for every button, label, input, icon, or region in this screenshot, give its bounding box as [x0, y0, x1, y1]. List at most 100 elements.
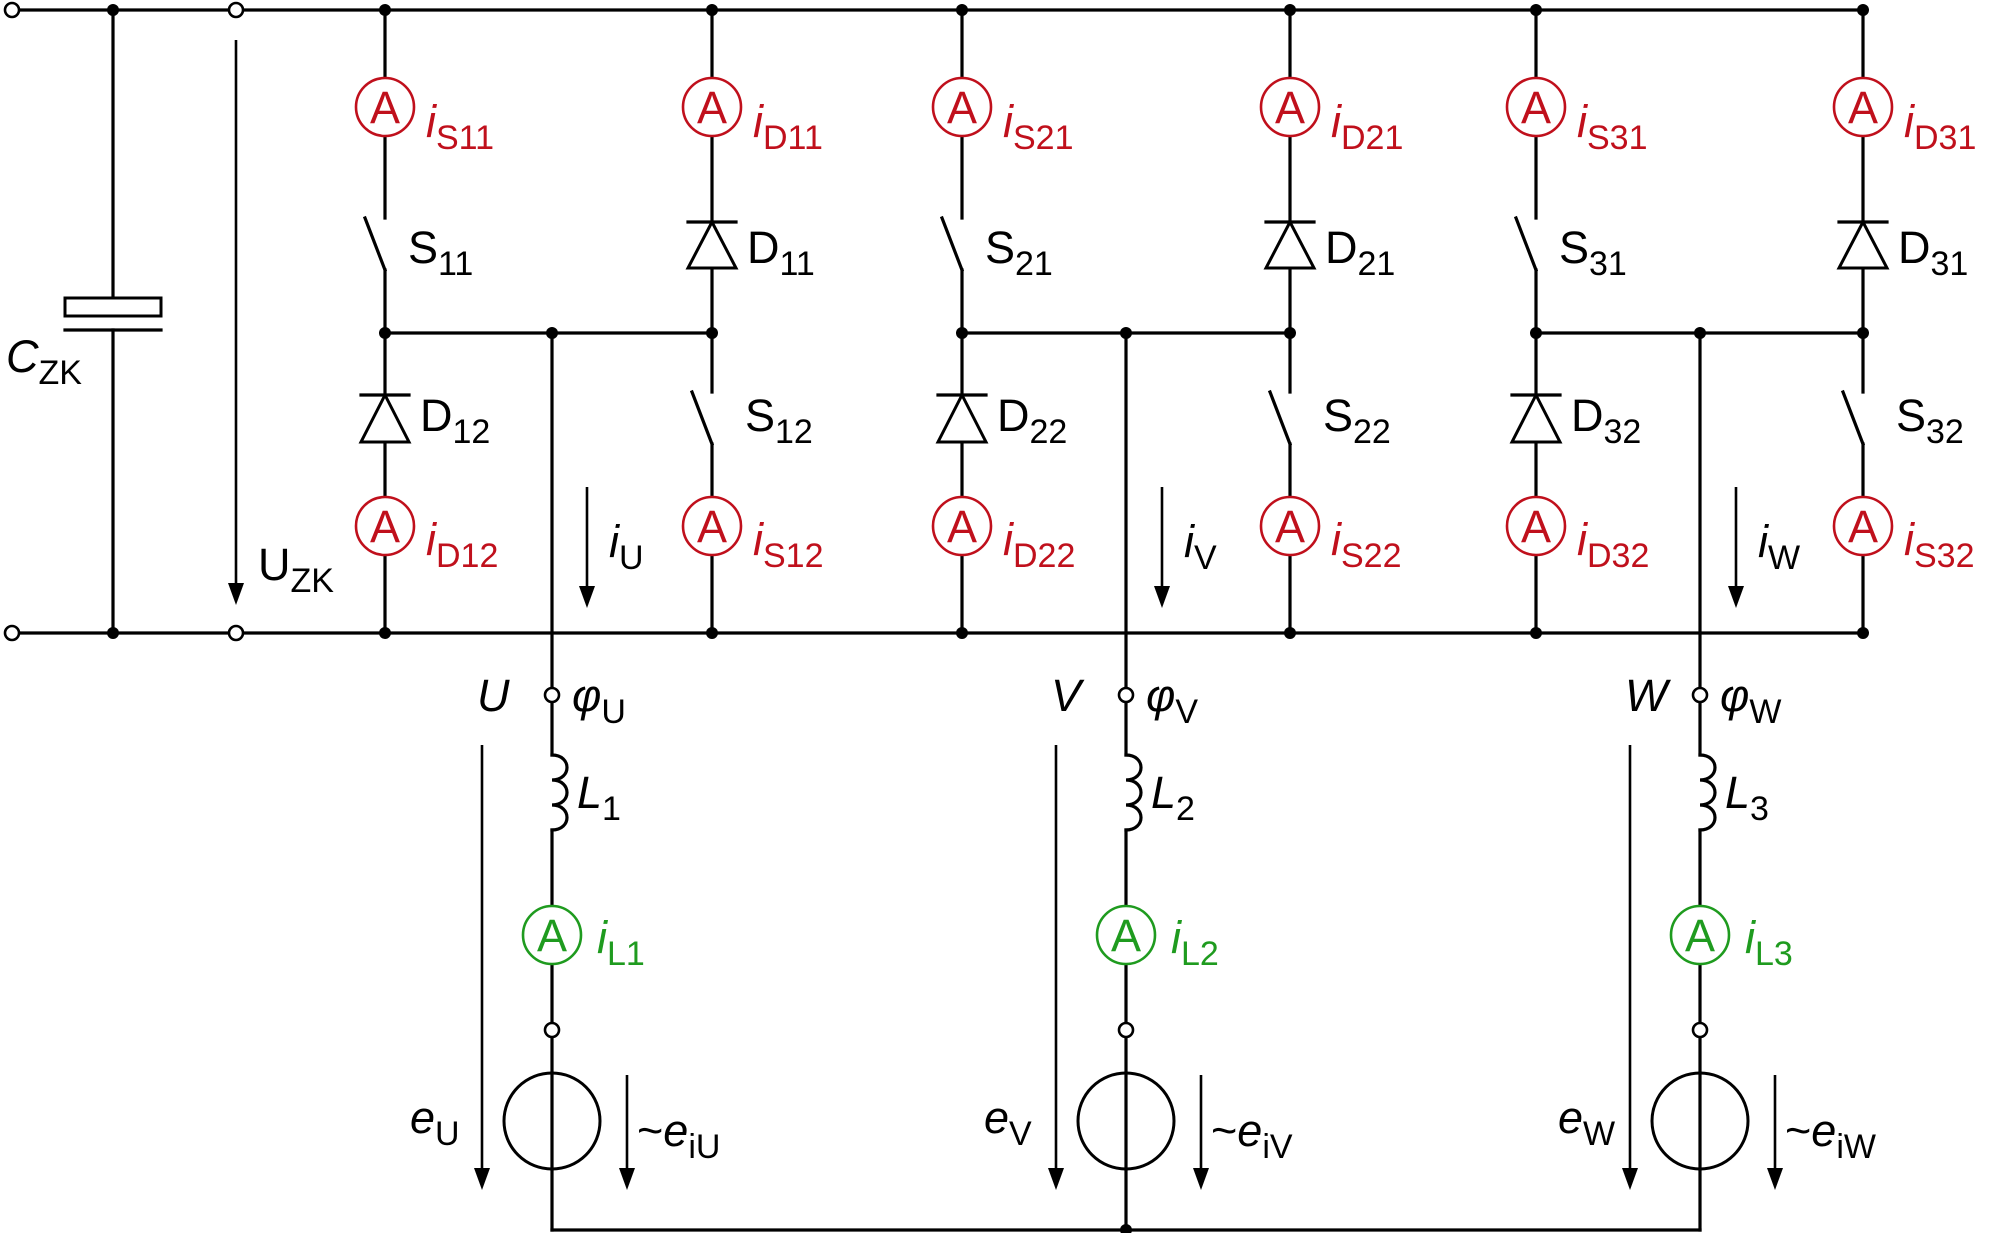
leg-3-top-diode-current-label: iD31: [1904, 96, 1976, 157]
label-main: φ: [572, 670, 601, 721]
label-main: i: [753, 514, 765, 565]
leg-2-phase-voltage-arrow-head: [1048, 1168, 1064, 1190]
leg-3-source-voltage-label: eW: [1558, 1092, 1615, 1153]
leg-2-inductor-label: L2: [1151, 767, 1195, 828]
leg-2-ammeter-top-switch-symbol: A: [947, 82, 977, 133]
leg-3-inductor: [1698, 753, 1717, 832]
leg-1-ammeter-top-switch-symbol: A: [370, 82, 400, 133]
label-main: D: [1571, 390, 1604, 441]
leg-2-bottom-switch-current-label: iS22: [1331, 514, 1402, 575]
leg-2-ammeter-bottom-diode-symbol: A: [947, 501, 977, 552]
label-main: D: [420, 390, 453, 441]
leg-3-top-node-b: [1857, 4, 1869, 16]
label-sub: S21: [1013, 119, 1074, 157]
label-main: i: [1904, 96, 1916, 147]
leg-1-internal-emf-label: ~eiU: [637, 1105, 720, 1166]
label-sub: 12: [775, 413, 813, 451]
leg-3-top-diode: [1836, 218, 1890, 270]
leg-3-ammeter-bottom-diode: [1505, 495, 1567, 557]
leg-1-mid-node-a: [379, 327, 391, 339]
label-sub: iW: [1836, 1128, 1876, 1166]
leg-3-load-current-label: iL3: [1745, 912, 1793, 973]
dc-link-terminal-positive: [227, 1, 245, 19]
leg-3-ammeter-top-switch-symbol: A: [1521, 82, 1551, 133]
label-sub: W: [1768, 539, 1800, 577]
label-sub: S32: [1914, 537, 1975, 575]
leg-3-bottom-switch-current-label: iS32: [1904, 514, 1975, 575]
label-sub: 3: [1750, 790, 1769, 828]
leg-1-top-diode-current-label: iD11: [753, 96, 823, 157]
leg-2-internal-emf-label: ~eiV: [1211, 1105, 1293, 1166]
capacitor-node-top: [107, 4, 119, 16]
label-main: D: [747, 222, 780, 273]
label-sub: 11: [438, 245, 473, 283]
leg-3-bottom-node-a: [1530, 627, 1542, 639]
label-main: D: [997, 390, 1030, 441]
label-main: i: [597, 912, 609, 963]
label-main: S: [745, 390, 775, 441]
leg-1-top-switch-current-label: iS11: [426, 96, 494, 157]
leg-3-bottom-diode-current-label: iD32: [1577, 514, 1649, 575]
components: [3, 1, 1894, 1233]
label-sub: D22: [1013, 537, 1075, 575]
leg-1-load-current-label: iL1: [597, 912, 645, 973]
dc-link-capacitor: [63, 296, 163, 318]
label-sub: S11: [436, 119, 494, 157]
label-sub: D31: [1914, 119, 1976, 157]
label-sub: ZK: [291, 562, 335, 600]
leg-1-ammeter-bottom-switch-symbol: A: [697, 501, 727, 552]
leg-3-bottom-switch: [1840, 389, 1866, 447]
label-sub: S12: [763, 537, 824, 575]
leg-1-top-node-b: [706, 4, 718, 16]
leg-2-ammeter-load-symbol: A: [1111, 910, 1141, 961]
leg-2-top-diode-current-label: iD21: [1331, 96, 1403, 157]
leg-1-bottom-node-a: [379, 627, 391, 639]
leg-2-phase-current-label: iV: [1184, 516, 1217, 577]
leg-1-bottom-diode-label: D12: [420, 390, 490, 451]
label-sub: L2: [1181, 935, 1219, 973]
leg-1-bottom-switch: [689, 389, 715, 447]
label-sub: U: [435, 1115, 460, 1153]
label-sub: 22: [1030, 413, 1068, 451]
label-main: i: [1184, 516, 1196, 567]
leg-3-phase-voltage-arrow-head: [1622, 1168, 1638, 1190]
leg-1-inductor-label: L1: [577, 767, 621, 828]
label-main: U: [258, 539, 291, 590]
leg-2-phase-terminal: [1117, 686, 1135, 704]
label-sub: W: [1583, 1115, 1615, 1153]
leg-3-inductor-label: L3: [1725, 767, 1769, 828]
leg-2-bottom-node-b: [1284, 627, 1296, 639]
label-sub: D11: [763, 119, 823, 157]
label-main: i: [1758, 516, 1770, 567]
label-main: i: [609, 516, 621, 567]
label-sub: iU: [688, 1128, 720, 1166]
dc-link-capacitor-label: CZK: [6, 331, 82, 392]
leg-2-top-switch-label: S21: [985, 222, 1053, 283]
leg-1-potential-label: φU: [572, 670, 626, 731]
label-main: i: [1003, 96, 1015, 147]
label-main: i: [753, 96, 765, 147]
leg-2-ammeter-top-switch: [931, 76, 993, 138]
label-sub: S22: [1341, 537, 1402, 575]
leg-3-phase-current-arrow-head: [1728, 586, 1744, 608]
leg-2-bottom-switch-label: S22: [1323, 390, 1391, 451]
leg-3-ammeter-top-diode-symbol: A: [1848, 82, 1878, 133]
leg-2-emf-arrow-head: [1193, 1168, 1209, 1190]
label-sub: U: [619, 539, 644, 577]
neutral-node: [1120, 1224, 1132, 1233]
label-prefix: ~: [637, 1105, 663, 1156]
leg-3-ammeter-load-symbol: A: [1685, 910, 1715, 961]
label-sub: 1: [602, 790, 621, 828]
label-main: S: [408, 222, 438, 273]
leg-1-ammeter-top-diode: [681, 76, 743, 138]
label-main: e: [984, 1092, 1009, 1143]
leg-1-phase-node: [546, 327, 558, 339]
leg-1-top-switch: [362, 215, 388, 273]
leg-2-ammeter-bottom-diode: [931, 495, 993, 557]
labels: CZKUZKAAAAAiS11S11iD11D11D12iD12S12iS12i…: [6, 82, 1976, 1166]
label-prefix: ~: [1785, 1105, 1811, 1156]
leg-2-bottom-diode-label: D22: [997, 390, 1067, 451]
leg-2-ammeter-bottom-switch-symbol: A: [1275, 501, 1305, 552]
leg-2-mid-node-a: [956, 327, 968, 339]
leg-1-bottom-node-b: [706, 627, 718, 639]
